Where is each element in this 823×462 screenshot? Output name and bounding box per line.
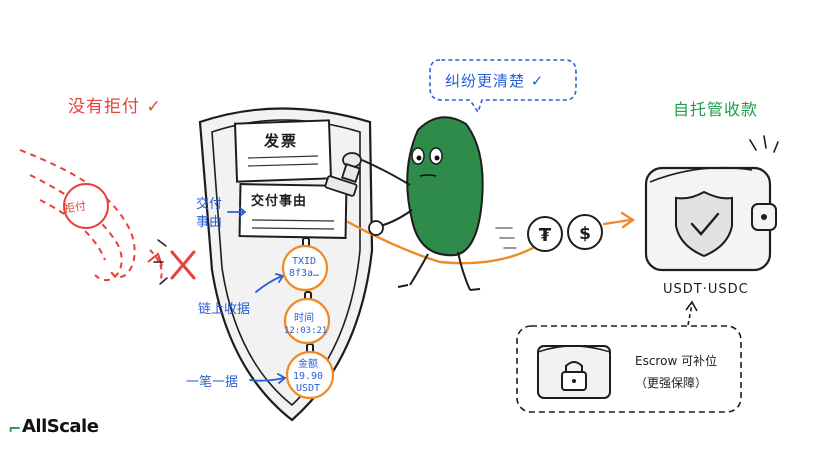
escrow-sublabel: （更强保障）: [635, 376, 708, 390]
node-unit: USDT: [295, 383, 321, 394]
stamp-icon: [324, 152, 362, 197]
node-value: 19.90: [292, 371, 324, 382]
escrow-label: Escrow 可补位: [635, 354, 718, 368]
receipt-node-txid: [281, 244, 329, 292]
blocked-x-icon: [170, 250, 196, 280]
usdt-coin-icon: ₮: [527, 216, 563, 252]
svg-text:$: $: [579, 224, 591, 244]
delivery-record-title: 交付事由: [251, 194, 308, 209]
usdc-coin-icon: $: [567, 214, 603, 250]
wallet-currencies-label: USDT·USDC: [663, 282, 749, 297]
chargeback-circle: [63, 183, 109, 229]
receipt-node-time-text: 时间 12:03:21: [284, 313, 328, 337]
no-chargeback-label: 没有拒付 ✓: [68, 97, 162, 117]
delivery-record-document: [238, 183, 348, 239]
annotation-arrows: [227, 207, 287, 384]
one-receipt-label: 一笔一据: [186, 375, 239, 390]
impact-lines: [153, 239, 168, 285]
chargeback-circle-label: 拒付: [63, 199, 87, 216]
node-label: 金额: [298, 359, 318, 370]
node-value: 8f3a…: [288, 268, 320, 279]
node-label: 时间: [294, 313, 314, 324]
escrow-arrow: [685, 300, 698, 326]
escrow-box: [516, 325, 742, 413]
speech-bubble: [429, 59, 577, 114]
receipt-node-amount-text: 金额 19.90 USDT: [288, 359, 328, 395]
node-value: 12:03:21: [284, 326, 328, 336]
payment-flow: [346, 211, 636, 265]
onchain-receipt-label: 链上收据: [198, 302, 251, 317]
invoice-document: [233, 119, 333, 183]
svg-text:₮: ₮: [539, 225, 552, 246]
speed-lines: [495, 227, 517, 249]
self-custody-label: 自托管收款: [673, 100, 759, 119]
brand-mark-icon: ⌐: [8, 419, 22, 438]
receipt-node-time: [283, 297, 331, 345]
receipt-node-amount: [285, 350, 335, 400]
delivery-reason-label: 交付 事由: [196, 197, 223, 230]
invoice-title: 发票: [264, 132, 299, 150]
character: [361, 116, 484, 291]
clearer-disputes-label: 纠纷更清楚 ✓: [445, 72, 545, 90]
wallet-icon: [644, 135, 779, 272]
safe-lock-icon: [537, 345, 611, 399]
node-label: TXID: [291, 256, 317, 267]
brand-logo: AllScale: [22, 416, 99, 437]
receipt-node-txid-text: TXID 8f3a…: [284, 256, 324, 280]
